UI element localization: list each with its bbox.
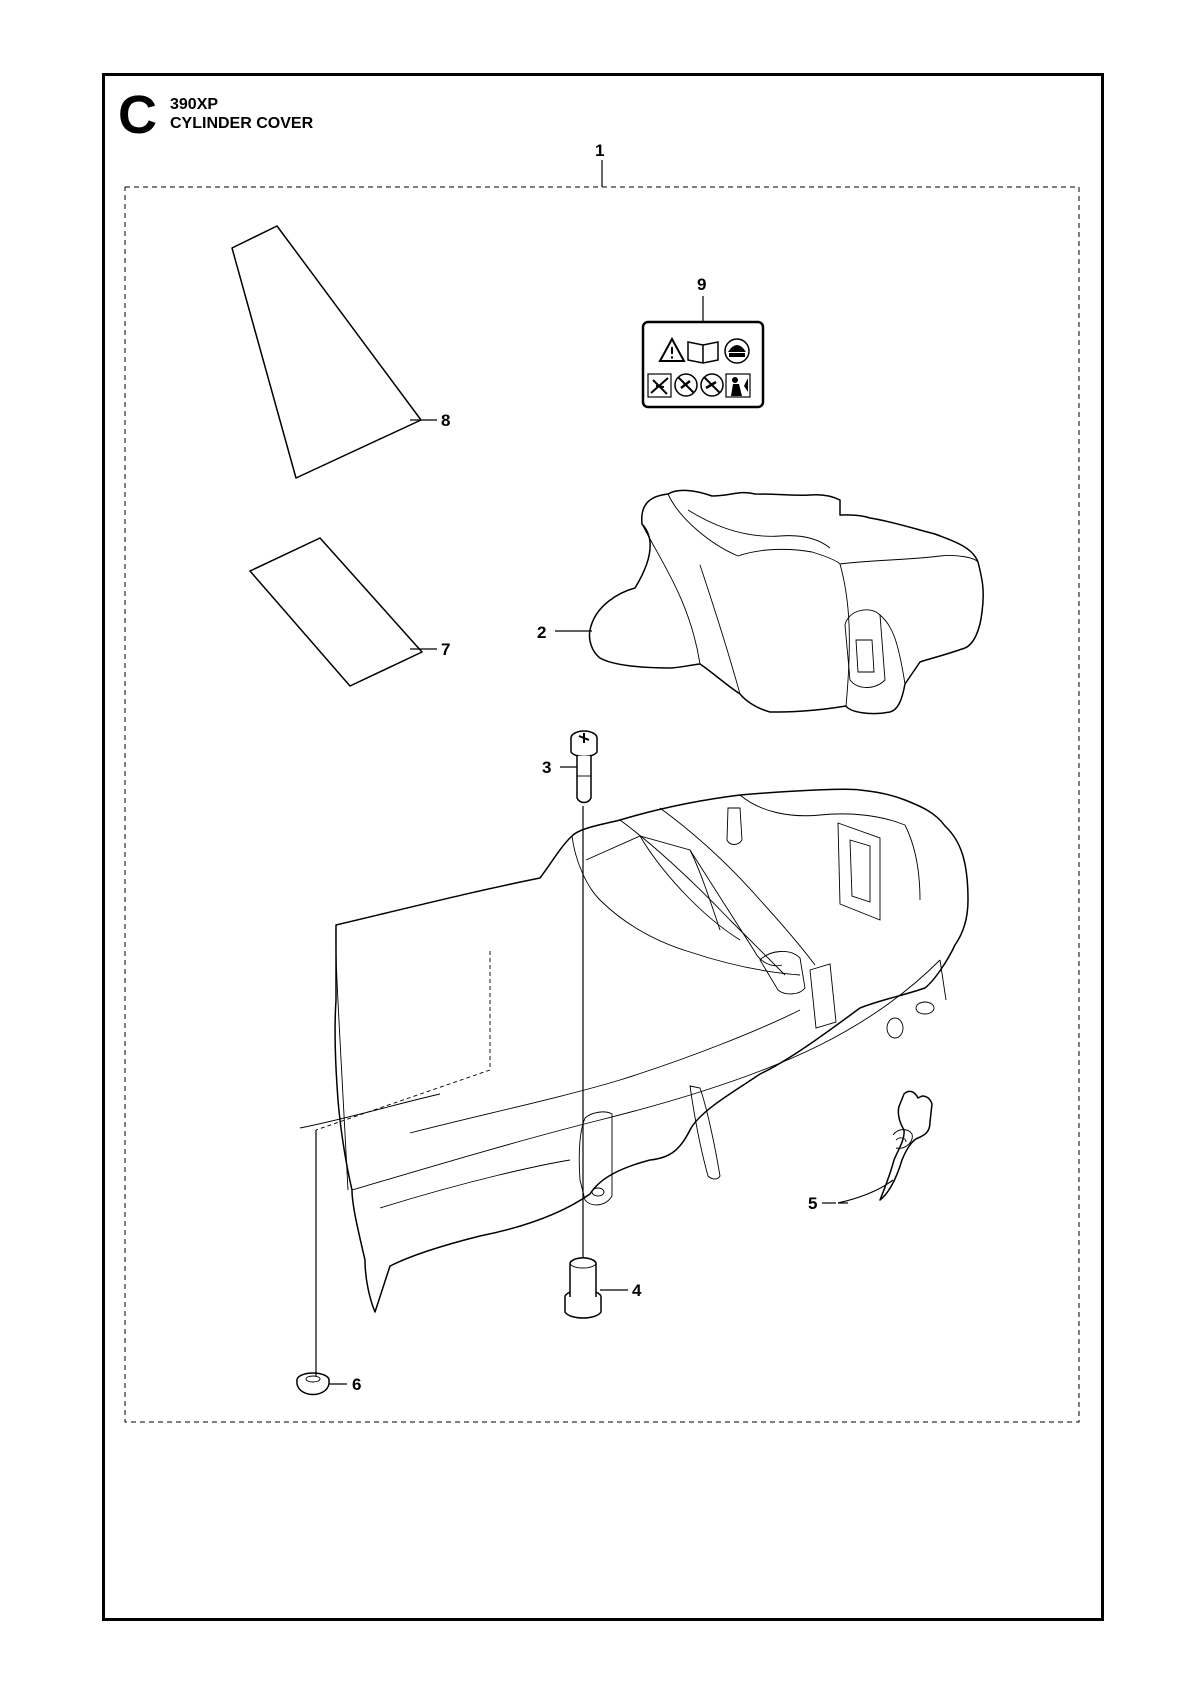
operator-protection-icon <box>725 373 751 398</box>
no-kickback-contact-icon <box>700 373 724 397</box>
callout-7: 7 <box>441 640 450 659</box>
callout-2: 2 <box>537 623 546 642</box>
callout-9: 9 <box>697 275 706 294</box>
diagram-title: CYLINDER COVER <box>170 115 314 132</box>
manual-book-icon <box>687 341 719 364</box>
model-name: 390XP <box>170 96 219 113</box>
part-7-decal <box>249 537 437 687</box>
part-2-cylinder-cover <box>555 489 984 715</box>
callout-5: 5 <box>808 1194 817 1213</box>
callout-3: 3 <box>542 758 551 777</box>
callout-1: 1 <box>595 141 604 160</box>
part-9-warning-decal <box>641 296 765 409</box>
part-8-decal <box>231 225 437 479</box>
warning-triangle-icon <box>658 336 686 362</box>
part-5-clip <box>822 1090 933 1204</box>
section-letter: C <box>118 85 157 145</box>
part-4-sleeve <box>564 1257 628 1319</box>
callout-4: 4 <box>632 1281 642 1300</box>
page-frame <box>102 73 1104 1621</box>
no-one-hand-use-icon <box>674 373 698 397</box>
safety-pictogram-icon <box>647 373 672 398</box>
cylinder-cover-base <box>299 788 969 1376</box>
protective-helmet-icon <box>724 338 750 364</box>
part-6-grommet <box>296 1372 347 1396</box>
part-3-screw <box>560 730 598 804</box>
callout-6: 6 <box>352 1375 361 1394</box>
callout-8: 8 <box>441 411 450 430</box>
